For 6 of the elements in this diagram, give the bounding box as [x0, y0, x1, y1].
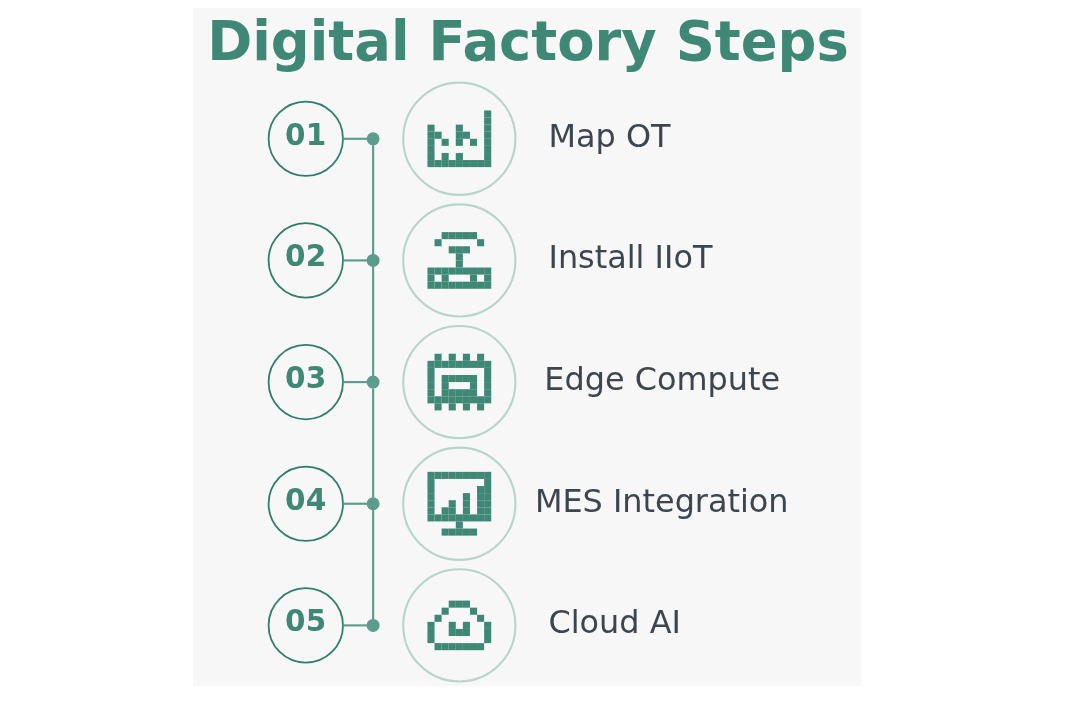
node-label: Install IIoT: [548, 238, 713, 277]
diagram-title: Digital Factory Steps: [207, 10, 849, 74]
node-label: Map OT: [548, 116, 671, 155]
node-label: Edge Compute: [544, 359, 781, 398]
node-label: MES Integration: [534, 481, 789, 520]
node-label: Cloud AI: [548, 603, 681, 642]
